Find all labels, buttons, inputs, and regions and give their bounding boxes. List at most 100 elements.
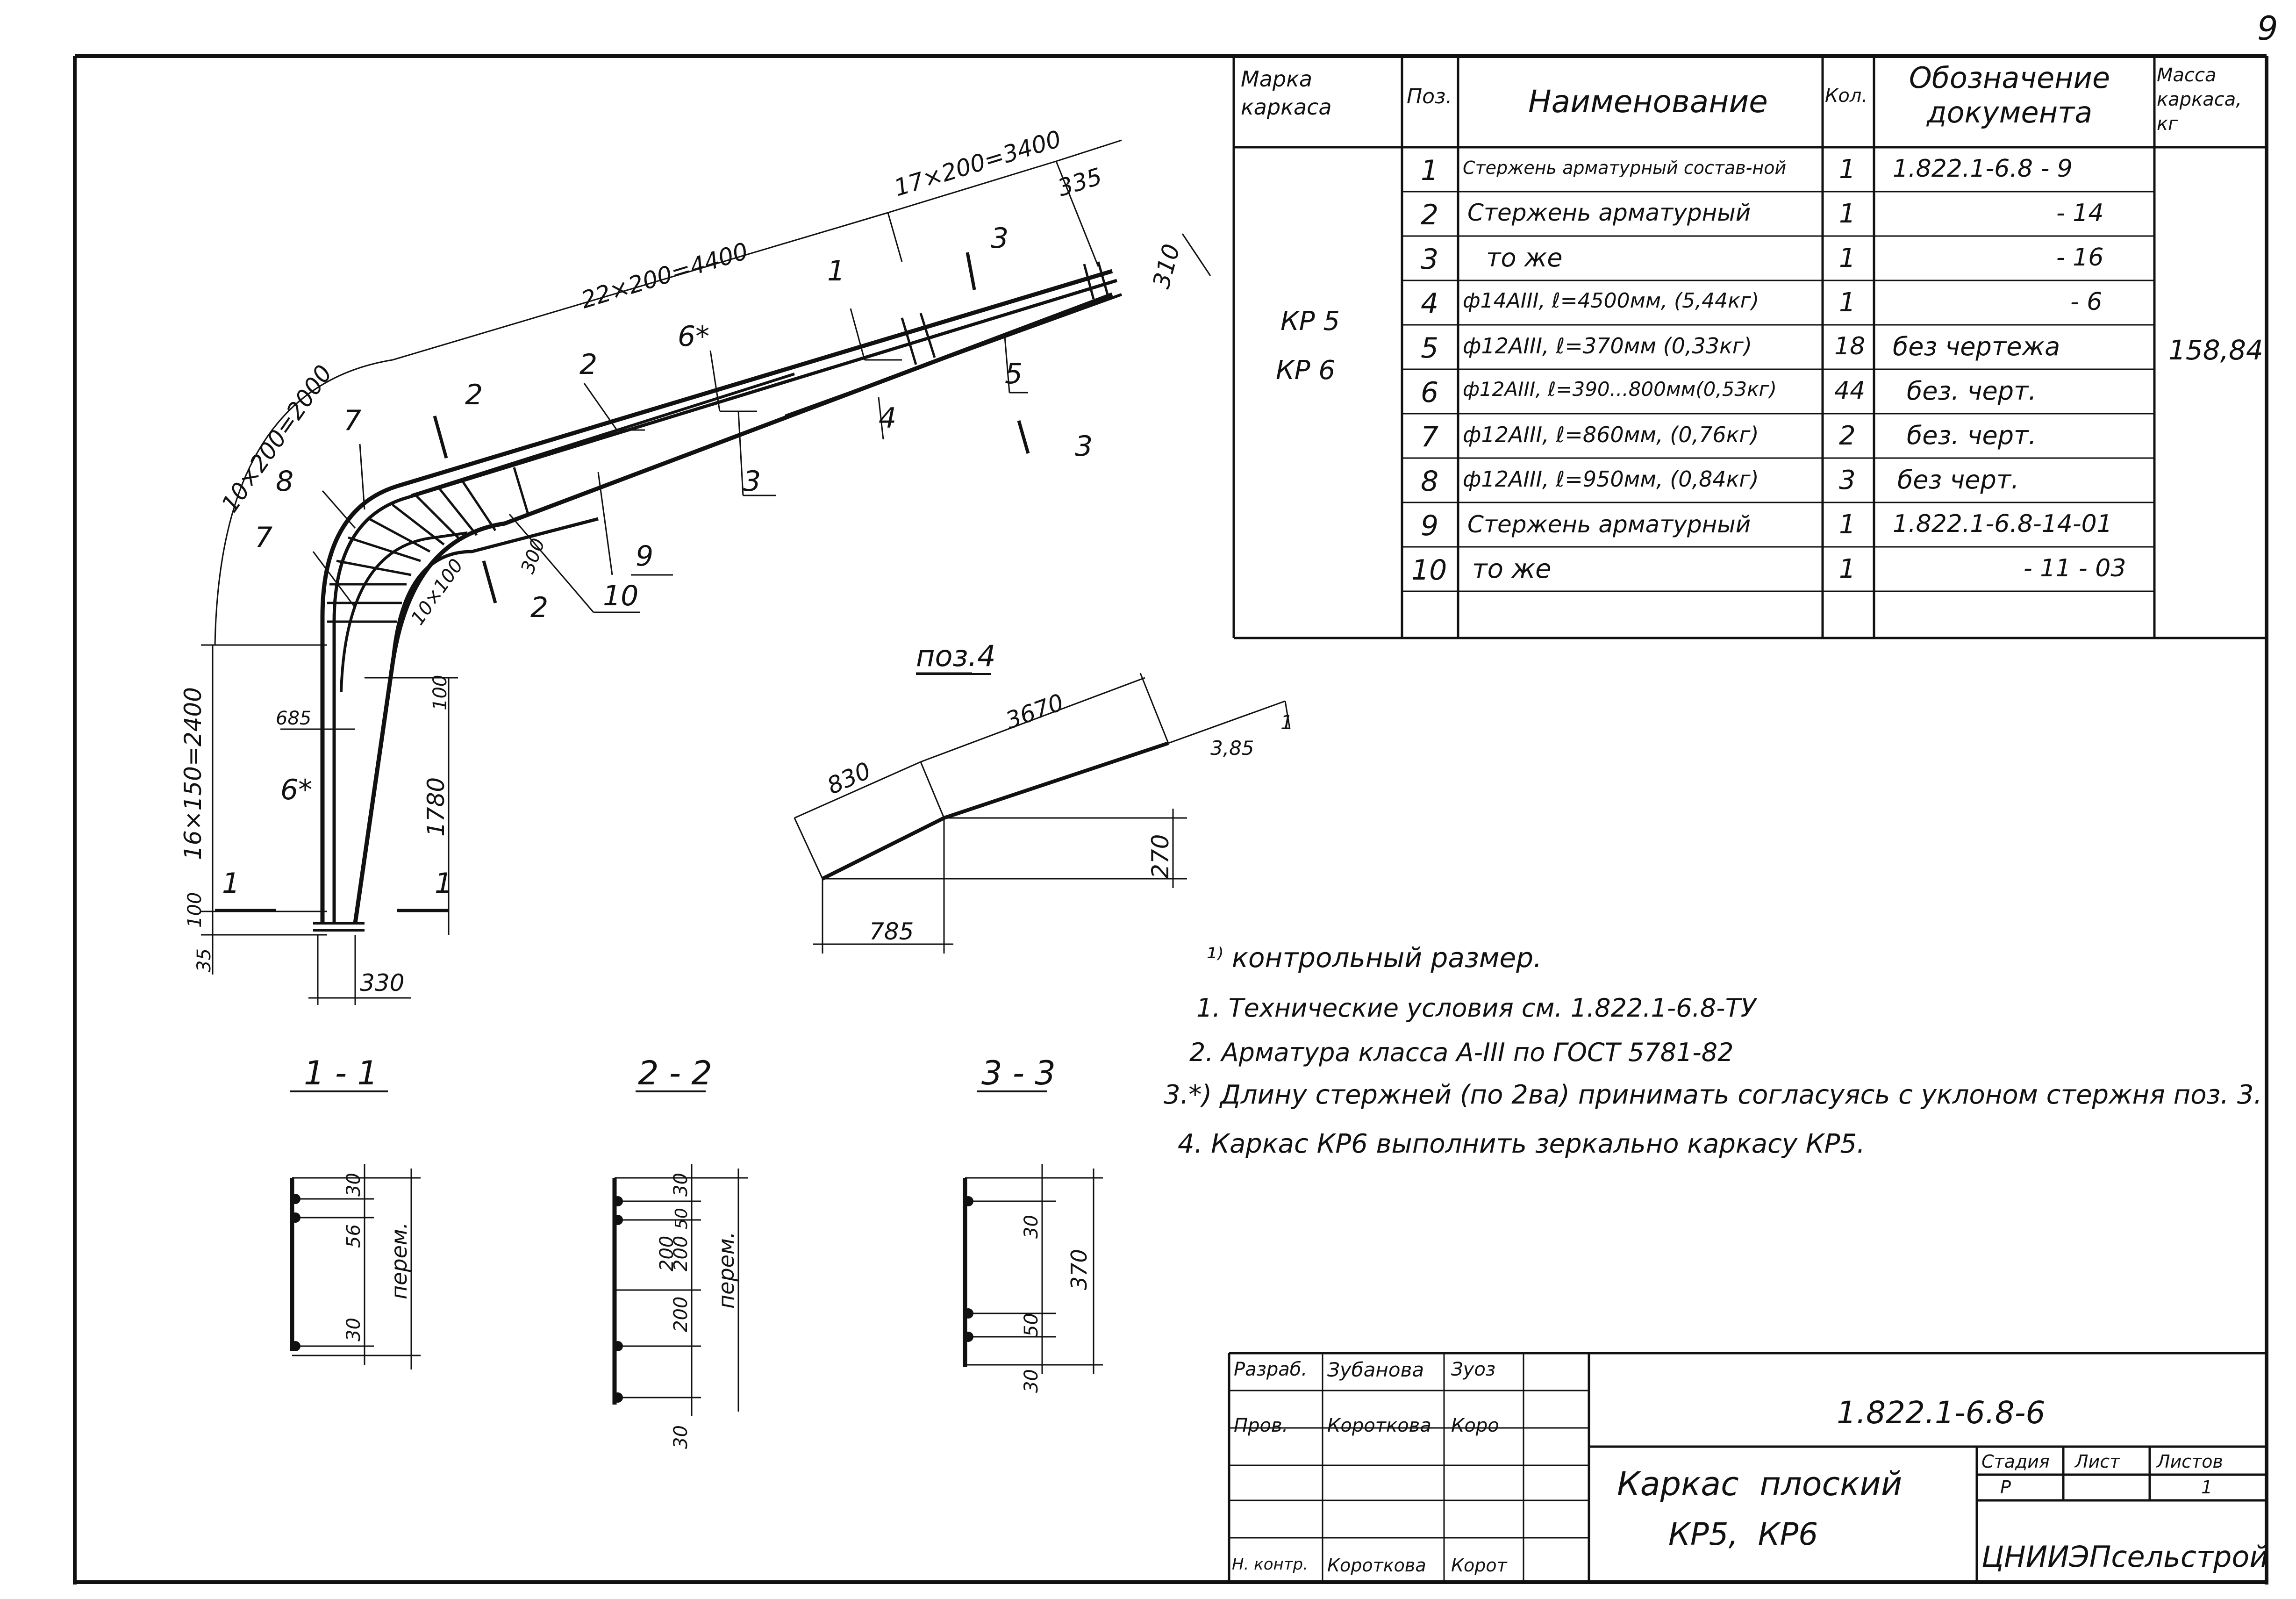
sheet-number: 9 [2257,9,2278,48]
row-pos: 6 [1421,376,1439,409]
row-name: ф12АIII, ℓ=370мм (0,33кг) [1463,333,1752,359]
section-title-3-3: 3 - 3 [981,1054,1056,1092]
row-qty: 2 [1839,421,1856,451]
label-pos1: 1 [827,255,845,287]
section-mark-2a: 2 [465,379,483,411]
row-name: ф12АIII, ℓ=860мм, (0,76кг) [1463,422,1759,447]
row-name: ф14АIII, ℓ=4500мм, (5,44кг) [1463,289,1759,313]
row-pos: 2 [1421,199,1439,231]
header-pos: Поз. [1407,85,1452,108]
row-name: Стержень арматурный [1467,511,1751,538]
note-2: 2. Арматура класса А-III по ГОСТ 5781-82 [1189,1038,1734,1067]
section-mark-1b: 1 [435,867,452,900]
row-doc: без чертежа [1893,332,2060,361]
sheets-value: 1 [2201,1477,2213,1498]
s22-dim-30a: 30 [670,1173,692,1197]
row-pos: 8 [1421,465,1439,498]
s11-dim-30b: 30 [343,1318,365,1341]
drawing-texts: 17×200=3400 335 310 22×200=4400 10×200=2… [179,125,1293,1449]
mark-kr6: КР 6 [1276,355,1335,386]
label-pos6b: 6* [280,774,312,806]
s22-dim-200b: 200 [670,1297,692,1332]
dim-1780: 1780 [422,777,450,837]
row-doc: без. черт. [1907,376,2037,406]
section-2-2 [612,1164,748,1416]
bar-pos1 [320,269,1113,923]
bottom-bars [313,922,365,932]
tb-name-developer: Зубанова [1327,1358,1424,1381]
dim-17x200: 17×200=3400 [891,125,1065,202]
dim-300: 300 [517,536,549,576]
row-doc: - 6 [2070,288,2103,316]
label-pos7a: 7 [343,404,361,437]
main-frame-drawing [313,261,1123,932]
row-doc: - 16 [2056,244,2104,272]
tb-sign-developer: Зуоз [1451,1359,1496,1380]
row-qty: 18 [1834,332,1866,360]
header-mass: Масса каркаса, кг [2157,65,2242,135]
label-pos6: 6* [678,320,709,353]
s33-dim-50: 50 [1021,1313,1042,1337]
main-dimension-lines [201,139,1211,1005]
sheet-header: Лист [2075,1451,2120,1472]
label-pos9: 9 [636,540,653,573]
s11-label: перем. [386,1222,412,1299]
pos4-title: поз.4 [916,639,996,673]
dim-16x150: 16×150=2400 [179,687,207,860]
bar-pos10 [340,531,468,692]
note-4: 4. Каркас КР6 выполнить зеркально каркас… [1178,1129,1865,1159]
section-mark-1a: 1 [222,867,240,900]
title-line2: КР5, КР6 [1668,1516,1818,1552]
pos4-dim-385: 3,85 [1210,737,1254,760]
dim-100b: 100 [429,675,451,710]
s22-dim-30b: 30 [670,1425,692,1449]
title-block-grid [1228,1352,2267,1582]
organization: ЦНИИЭПсельстрой [1981,1540,2268,1574]
bar-pos2 [411,373,795,497]
row-doc: без. черт. [1907,421,2037,450]
label-pos4: 4 [879,402,896,435]
row-doc: - 14 [2056,199,2104,227]
pos4-dim-1: 1 [1280,711,1293,734]
dim-100: 100 [184,892,206,928]
section-1-1 [290,1164,421,1370]
row-qty: 1 [1839,154,1856,185]
row-qty: 1 [1839,199,1856,229]
spec-row-lines [1402,191,2154,592]
row-pos: 3 [1421,243,1439,276]
label-pos10: 10 [603,580,638,612]
dim-35: 35 [193,948,215,972]
row-qty: 1 [1839,509,1856,540]
label-pos2: 2 [579,348,597,381]
doc-code: 1.822.1-6.8-6 [1837,1395,2046,1431]
s22-dim-200c: 200 [656,1236,678,1271]
pos4-dim-270: 270 [1147,834,1174,879]
s22-dim-50: 50 [672,1208,691,1229]
note-3: 3.*) Длину стержней (по 2ва) принимать с… [1164,1080,2262,1110]
section-mark-3b: 3 [1075,430,1093,463]
pos4-dim-785: 785 [869,918,914,945]
title-line1: Каркас плоский [1617,1465,1903,1503]
row-name: то же [1486,243,1563,272]
stage-value: Р [2000,1477,2011,1498]
title-block-rows [1229,1353,1589,1582]
dim-22x200: 22×200=4400 [578,237,751,314]
row-qty: 1 [1839,243,1856,273]
label-pos5: 5 [1005,358,1023,390]
title-underlines [290,673,1047,1092]
row-pos: 4 [1421,287,1439,320]
row-pos: 7 [1421,421,1439,453]
tb-role-developer: Разраб. [1234,1359,1308,1380]
row-qty: 44 [1834,377,1866,405]
tb-name-checked: Короткова [1327,1415,1431,1436]
bar-pos1-b [332,279,1118,923]
mass-value: 158,84 [2168,334,2263,366]
s33-dim-30a: 30 [1021,1215,1042,1239]
section-3-3-dots [963,1196,973,1342]
tb-name-norm: Короткова [1327,1555,1426,1576]
label-pos8: 8 [276,465,293,498]
section-1-1-dots [290,1194,300,1351]
dim-685: 685 [276,708,311,729]
dim-10x100: 10×100 [407,555,468,629]
